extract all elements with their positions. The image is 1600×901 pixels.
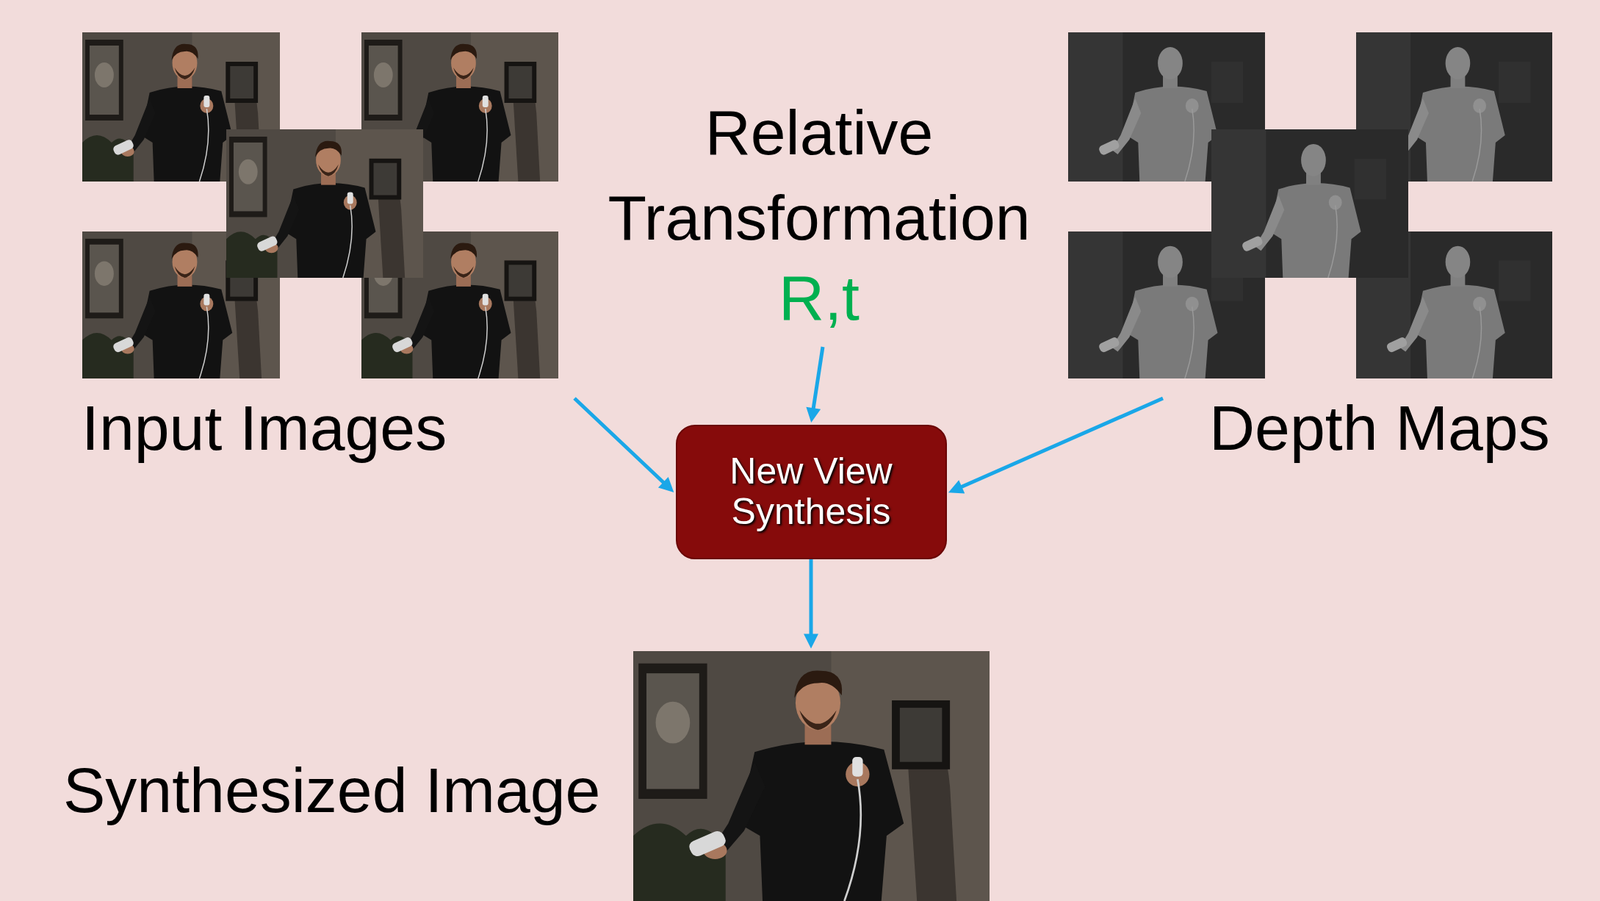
group-label: Relative Transformation <box>584 89 1055 261</box>
output-group: Synthesized Image <box>51 650 990 901</box>
depth-maps <box>1068 32 1553 379</box>
flow-arrow <box>574 398 671 490</box>
process-label: New View Synthesis <box>700 451 922 532</box>
synthesized-photo <box>633 650 990 901</box>
math-label: R,t <box>584 254 1055 341</box>
group-label: Depth Maps <box>1209 391 1562 465</box>
group-label: Synthesized Image <box>63 753 622 827</box>
group-label: Input Images <box>81 391 552 465</box>
image-group: Input Images <box>73 22 574 471</box>
flow-arrow <box>809 559 814 645</box>
image-group: Depth Maps <box>1057 22 1565 471</box>
process-box: New View Synthesis <box>675 424 947 560</box>
transform-group: Relative TransformationR,t <box>584 89 1055 340</box>
input-photos <box>82 32 559 379</box>
flow-arrow <box>811 346 823 418</box>
flow-arrow <box>952 398 1163 491</box>
